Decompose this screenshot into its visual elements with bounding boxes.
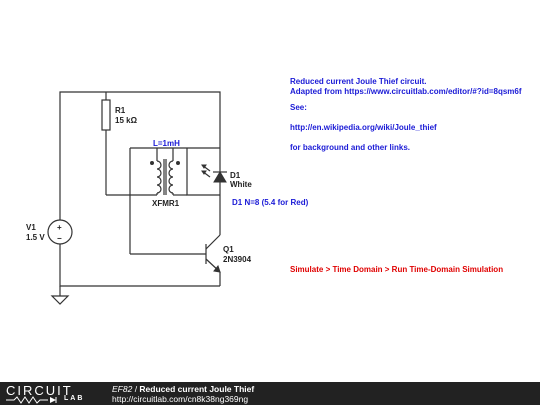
r1-name-label: R1 bbox=[115, 106, 126, 115]
voltage-source-v1[interactable] bbox=[47, 219, 73, 245]
transformer-xfmr1[interactable] bbox=[130, 148, 187, 196]
description-link[interactable]: http://en.wikipedia.org/wiki/Joule_thief bbox=[290, 123, 437, 132]
description-line-3: See: bbox=[290, 103, 307, 112]
resistor-wave-icon bbox=[6, 396, 57, 404]
q1-name-label: Q1 bbox=[223, 245, 234, 254]
circuit-description: Reduced current Joule Thief circuit. Ada… bbox=[290, 77, 535, 153]
resistor-r1[interactable] bbox=[101, 99, 111, 131]
v1-name-label: V1 bbox=[26, 223, 36, 232]
led-d1[interactable] bbox=[201, 164, 227, 189]
q1-value-label: 2N3904 bbox=[223, 255, 252, 264]
inductor-value-label: L=1mH bbox=[153, 139, 180, 148]
circuitlab-logo[interactable]: CIRCUIT LAB bbox=[6, 383, 106, 404]
footer-title: EF82 / Reduced current Joule Thief bbox=[112, 384, 254, 394]
footer-bar: CIRCUIT LAB EF82 / Reduced current Joule… bbox=[0, 382, 540, 405]
transistor-q1[interactable] bbox=[205, 234, 221, 273]
circuit-title: Reduced current Joule Thief bbox=[139, 384, 255, 394]
r1-value-label: 15 kΩ bbox=[115, 116, 138, 125]
v1-value-label: 1.5 V bbox=[26, 233, 45, 242]
footer-url[interactable]: http://circuitlab.com/cn8k38ng369ng bbox=[112, 394, 249, 404]
d1-name-label: D1 bbox=[230, 171, 241, 180]
description-line-2: Adapted from https://www.circuitlab.com/… bbox=[290, 87, 522, 96]
d1-note-label: D1 N=8 (5.4 for Red) bbox=[232, 198, 309, 207]
logo-text-top: CIRCUIT bbox=[6, 383, 73, 398]
xfmr-name-label: XFMR1 bbox=[152, 199, 180, 208]
description-line-5: for background and other links. bbox=[290, 143, 411, 152]
circuit-schematic: R1 15 kΩ L=1mH XFMR1 D1 White D1 N=8 (5.… bbox=[26, 91, 309, 305]
ground-symbol bbox=[50, 295, 70, 305]
title-separator: / bbox=[132, 384, 140, 394]
wires bbox=[59, 91, 221, 296]
logo-text-bottom: LAB bbox=[64, 395, 85, 402]
simulate-instructions: Simulate > Time Domain > Run Time-Domain… bbox=[290, 265, 504, 274]
v1-minus-sign: − bbox=[57, 234, 62, 243]
description-line-1: Reduced current Joule Thief circuit. bbox=[290, 77, 427, 86]
d1-value-label: White bbox=[230, 180, 252, 189]
v1-plus-sign: + bbox=[57, 223, 62, 232]
circuit-code: EF82 bbox=[112, 384, 133, 394]
